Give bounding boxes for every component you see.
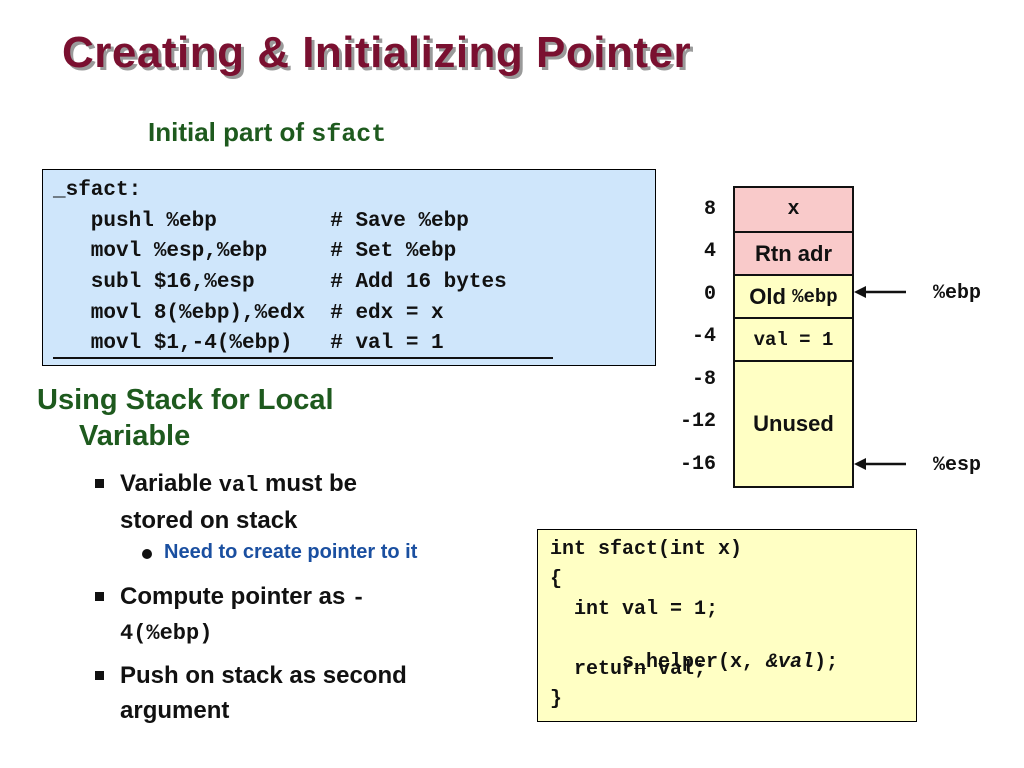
c-l4-italic: &val <box>766 651 815 674</box>
stack-cell-val: val = 1 <box>735 317 852 360</box>
b2-code1: - <box>352 586 366 611</box>
b3-line1: Push on stack as second <box>120 662 407 689</box>
esp-label: %esp <box>933 454 982 477</box>
subtitle-code: sfact <box>311 120 387 149</box>
esp-arrow-icon <box>854 458 906 470</box>
assembly-code-box: _sfact: pushl %ebp # Save %ebp movl %esp… <box>42 169 656 366</box>
asm-line: movl $1,-4(%ebp) # val = 1 <box>53 332 444 355</box>
cell-unused-text: Unused <box>753 411 834 436</box>
slide-title: Creating & Initializing Pointer <box>62 28 692 77</box>
ebp-arrow-icon <box>854 286 906 298</box>
b1-code: val <box>218 473 259 498</box>
c-line: int val = 1; <box>550 598 719 621</box>
b1-line2: stored on stack <box>120 507 298 534</box>
notes-heading-line1: Using Stack for Local <box>37 384 334 416</box>
c-line: int sfact(int x) <box>550 538 743 561</box>
stack-cell-old-ebp: Old %ebp <box>735 274 852 317</box>
b3-line2: argument <box>120 697 230 724</box>
c-l4-post: ); <box>814 651 839 674</box>
asm-line: movl %esp,%ebp # Set %ebp <box>53 240 457 263</box>
cell-old-text: Old <box>749 283 793 309</box>
stack-offset: -16 <box>679 453 716 476</box>
stack-offset: 0 <box>703 283 716 306</box>
b2-pre: Compute pointer as <box>120 583 353 610</box>
asm-underline <box>53 357 553 359</box>
bullet-item: Push on stack as second argument <box>120 658 407 728</box>
bullet-square-icon <box>95 592 104 601</box>
asm-line: pushl %ebp # Save %ebp <box>53 210 469 233</box>
cell-old-code: %ebp <box>792 285 838 308</box>
sub-bullet-item: Need to create pointer to it <box>164 541 418 563</box>
c-line: } <box>550 688 563 711</box>
stack-cell-unused: Unused <box>735 360 852 486</box>
section-subtitle: Initial part of sfact <box>148 117 386 149</box>
b1-pre: Variable <box>120 470 219 497</box>
notes-heading-line2: Variable <box>79 420 191 452</box>
c-line: { <box>550 568 563 591</box>
c-l4-pre: s_helper(x, <box>598 651 767 674</box>
stack-offset: -8 <box>691 368 716 391</box>
c-line: return val; <box>550 658 707 681</box>
stack-offset: -12 <box>679 410 716 433</box>
bullet-dot-icon <box>142 549 152 559</box>
stack-offset: 8 <box>703 198 716 221</box>
bullet-item: Compute pointer as - 4(%ebp) <box>120 579 365 651</box>
c-line: s_helper(x, &val); <box>550 628 838 697</box>
cell-rtn-text: Rtn adr <box>755 240 832 266</box>
stack-cell-x: x <box>735 188 852 231</box>
bullet-square-icon <box>95 479 104 488</box>
bullet-item: Variable val must be stored on stack <box>120 466 357 538</box>
cell-x-text: x <box>787 198 800 221</box>
stack-offset: -4 <box>691 325 716 348</box>
stack-offset: 4 <box>703 240 716 263</box>
subtitle-text: Initial part of <box>148 117 312 147</box>
c-code-box: int sfact(int x) { int val = 1; s_helper… <box>537 529 917 722</box>
ebp-label: %ebp <box>933 282 982 305</box>
b2-code2: 4(%ebp) <box>120 621 213 646</box>
stack-cell-return-address: Rtn adr <box>735 231 852 274</box>
bullet-square-icon <box>95 671 104 680</box>
asm-line: movl 8(%ebp),%edx # edx = x <box>53 302 444 325</box>
stack-diagram: x Rtn adr Old %ebp val = 1 Unused <box>733 186 854 488</box>
notes-heading: Using Stack for Local Variable <box>37 382 334 454</box>
b1-post: must be <box>258 470 358 497</box>
asm-line: subl $16,%esp # Add 16 bytes <box>53 271 507 294</box>
cell-val-text: val = 1 <box>753 328 834 351</box>
asm-line: _sfact: <box>53 179 142 202</box>
